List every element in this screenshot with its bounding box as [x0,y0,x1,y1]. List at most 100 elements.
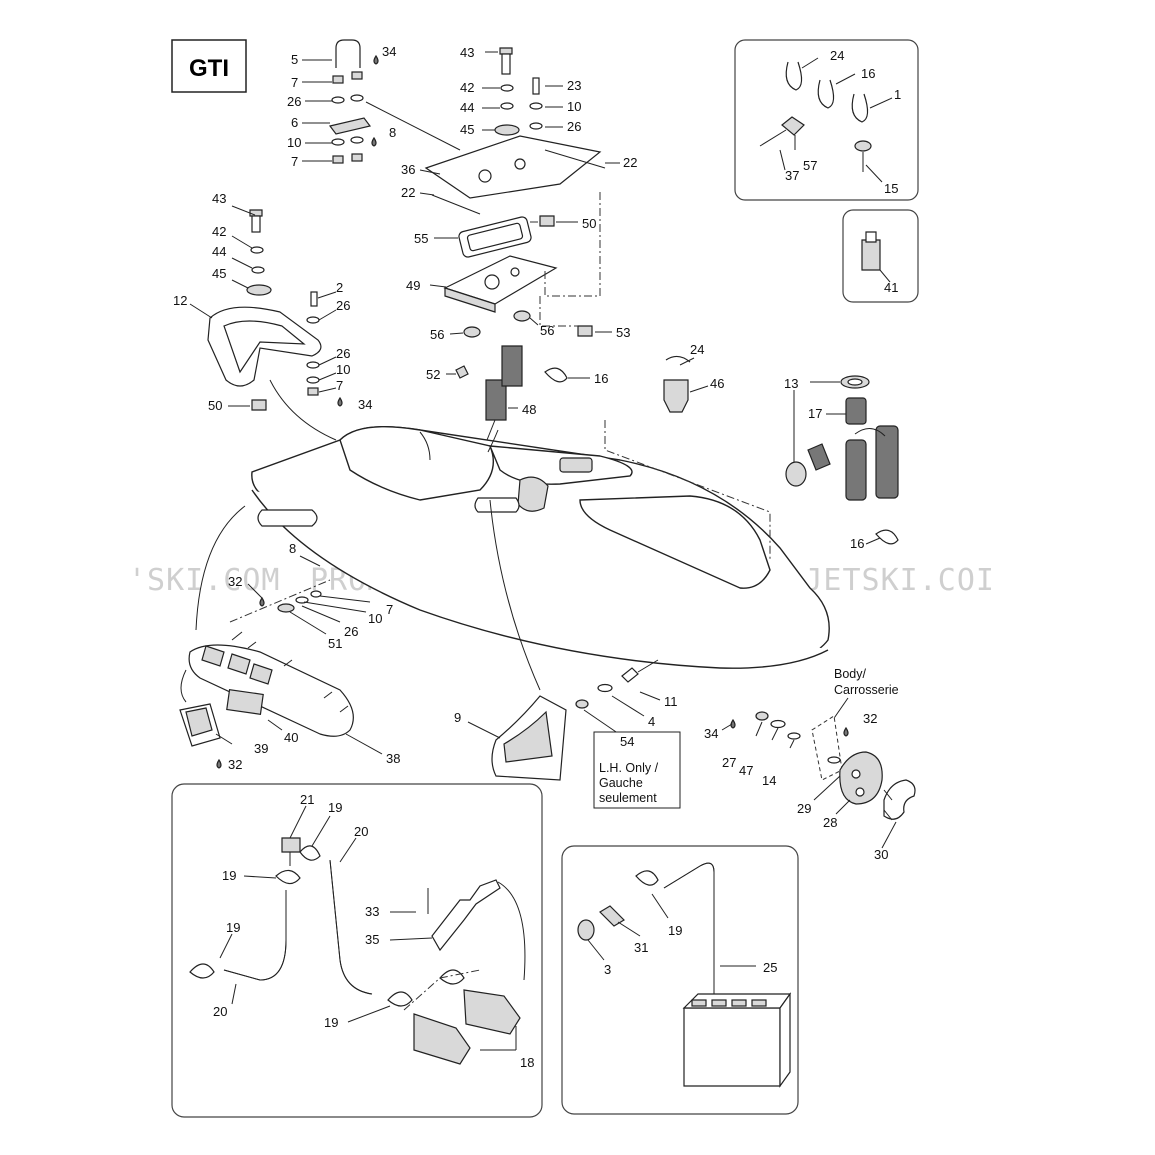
callout-20: 20 [354,824,368,839]
callout-53: 53 [616,325,630,340]
callout-16: 16 [850,536,864,551]
callout-21: 21 [300,792,314,807]
callout-28: 28 [823,815,837,830]
note-gauche: Gauche [599,776,643,790]
callout-36: 36 [401,162,415,177]
callout-34: 34 [704,726,718,741]
callout-32: 32 [228,757,242,772]
callout-56: 56 [540,323,554,338]
callout-8: 8 [289,541,296,556]
callout-5: 5 [291,52,298,67]
callout-20: 20 [213,1004,227,1019]
rear-grip-handle: 43 42 44 45 2 26 12 26 10 7 34 50 [173,191,372,441]
callout-57: 57 [803,158,817,173]
callout-10: 10 [336,362,350,377]
nut-stack [328,71,372,164]
side-vent-sponson: 40 39 32 38 [179,631,400,772]
hinge-assembly: 55 50 49 56 56 53 52 16 48 [406,192,630,441]
callout-10: 10 [567,99,581,114]
callout-50: 50 [208,398,222,413]
callout-26: 26 [336,298,350,313]
note-lh-only: L.H. Only / [599,761,659,775]
callout-19: 19 [226,920,240,935]
callout-42: 42 [212,224,226,239]
callout-25: 25 [763,960,777,975]
callout-15: 15 [884,181,898,196]
threadlocker-icon [373,54,379,65]
callout-23: 23 [567,78,581,93]
callout-45: 45 [212,266,226,281]
sponson-hardware: 8 32 7 10 26 51 [228,541,393,651]
watermark-text-1: 'SKI.COM [128,563,281,598]
note-seulement: seulement [599,791,657,805]
callout-8: 8 [389,125,396,140]
callout-16: 16 [861,66,875,81]
callout-11: 11 [664,694,678,709]
watercraft-hull [195,420,830,691]
callout-26: 26 [567,119,581,134]
battery-cells [691,999,767,1007]
callout-35: 35 [365,932,379,947]
callout-19: 19 [222,868,236,883]
callout-22: 22 [623,155,637,170]
clamp-kit-box: 24 16 1 57 37 15 [734,39,919,201]
clip-box: 41 [842,209,919,303]
callout-37: 37 [785,168,799,183]
callout-29: 29 [797,801,811,816]
callout-12: 12 [173,293,187,308]
note-body: Body/ [834,667,866,681]
callout-17: 17 [808,406,822,421]
callout-26: 26 [336,346,350,361]
filler-and-springs: 24 46 13 17 16 [663,342,899,551]
callout-6: 6 [291,115,298,130]
callout-7: 7 [291,154,298,169]
callout-26: 26 [344,624,358,639]
callout-4: 4 [648,714,655,729]
seat-strap-hardware: 5 34 7 26 6 10 8 7 [287,39,461,169]
callout-19: 19 [324,1015,338,1030]
callout-10: 10 [368,611,382,626]
callout-13: 13 [784,376,798,391]
callout-32: 32 [863,711,877,726]
body-bracket: Body/ Carrosserie 34 32 27 47 14 29 28 3… [704,667,916,862]
callout-49: 49 [406,278,420,293]
deck-plate-hardware: 43 42 44 45 23 10 26 36 22 22 [401,45,637,215]
callout-46: 46 [710,376,724,391]
callout-43: 43 [460,45,474,60]
callout-52: 52 [426,367,440,382]
callout-45: 45 [460,122,474,137]
callout-19: 19 [328,800,342,815]
callout-55: 55 [414,231,428,246]
callout-54: 54 [620,734,634,749]
callout-41: 41 [884,280,898,295]
callout-34: 34 [382,44,396,59]
callout-40: 40 [284,730,298,745]
callout-42: 42 [460,80,474,95]
callout-33: 33 [365,904,379,919]
callout-39: 39 [254,741,268,756]
callout-48: 48 [522,402,536,417]
callout-56: 56 [430,327,444,342]
callout-34: 34 [358,397,372,412]
callout-30: 30 [874,847,888,862]
model-label: GTI [189,55,229,82]
callout-27: 27 [722,755,736,770]
callout-26: 26 [287,94,301,109]
callout-7: 7 [386,602,393,617]
callout-24: 24 [830,48,844,63]
callout-14: 14 [762,773,776,788]
callout-51: 51 [328,636,342,651]
callout-7: 7 [336,378,343,393]
callout-16: 16 [594,371,608,386]
callout-22: 22 [401,185,415,200]
callout-1: 1 [894,87,901,102]
callout-44: 44 [460,100,474,115]
callout-19: 19 [668,923,682,938]
callout-38: 38 [386,751,400,766]
studs [231,631,349,713]
rear-sponson: 9 11 4 54 L.H. Only / Gauche seulement [454,659,681,809]
callout-31: 31 [634,940,648,955]
callout-32: 32 [228,574,242,589]
callout-10: 10 [287,135,301,150]
